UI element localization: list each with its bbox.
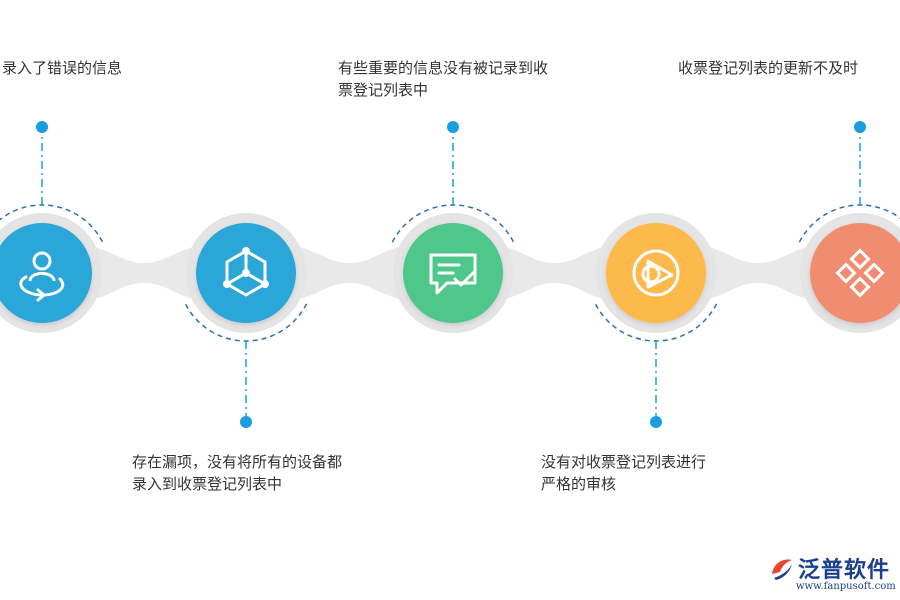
dashed-arc: [184, 303, 308, 342]
node-circle: [606, 223, 706, 323]
pie-chart-icon: [632, 249, 680, 297]
brand-mark-icon: [772, 559, 792, 580]
brand-url: www.fanpusoft.com: [796, 581, 896, 592]
dashed-arc: [594, 303, 718, 342]
step-node-4: [594, 213, 718, 428]
step-node-5: [798, 121, 900, 333]
user-orbit-icon: [19, 251, 65, 302]
brand-logo: 泛普软件 www.fanpusoft.com: [768, 552, 896, 598]
step-node-3: [391, 121, 515, 333]
message-check-icon: [429, 253, 477, 295]
brand-name: 泛普软件: [798, 558, 891, 583]
step-node-1: [0, 121, 104, 333]
network-cube-icon: [223, 247, 269, 297]
step-node-2: [184, 213, 308, 428]
dashed-arc: [0, 204, 104, 243]
step-label-4: 没有对收票登记列表进行 严格的审核: [541, 453, 707, 493]
connector-dot: [240, 416, 252, 428]
step-label-2: 存在漏项，没有将所有的设备都 录入到收票登记列表中: [132, 453, 343, 493]
dashed-arc: [391, 204, 515, 243]
step-label-3: 有些重要的信息没有被记录到收 票登记列表中: [338, 59, 549, 99]
step-label-5: 收票登记列表的更新不及时: [678, 59, 859, 77]
dashed-arc: [798, 204, 900, 243]
connector-dot: [650, 416, 662, 428]
connector-dot: [36, 121, 48, 133]
connector-dot: [854, 121, 866, 133]
connector-dot: [447, 121, 459, 133]
step-label-1: 录入了错误的信息: [2, 59, 123, 77]
diamond-grid-icon: [835, 248, 885, 298]
